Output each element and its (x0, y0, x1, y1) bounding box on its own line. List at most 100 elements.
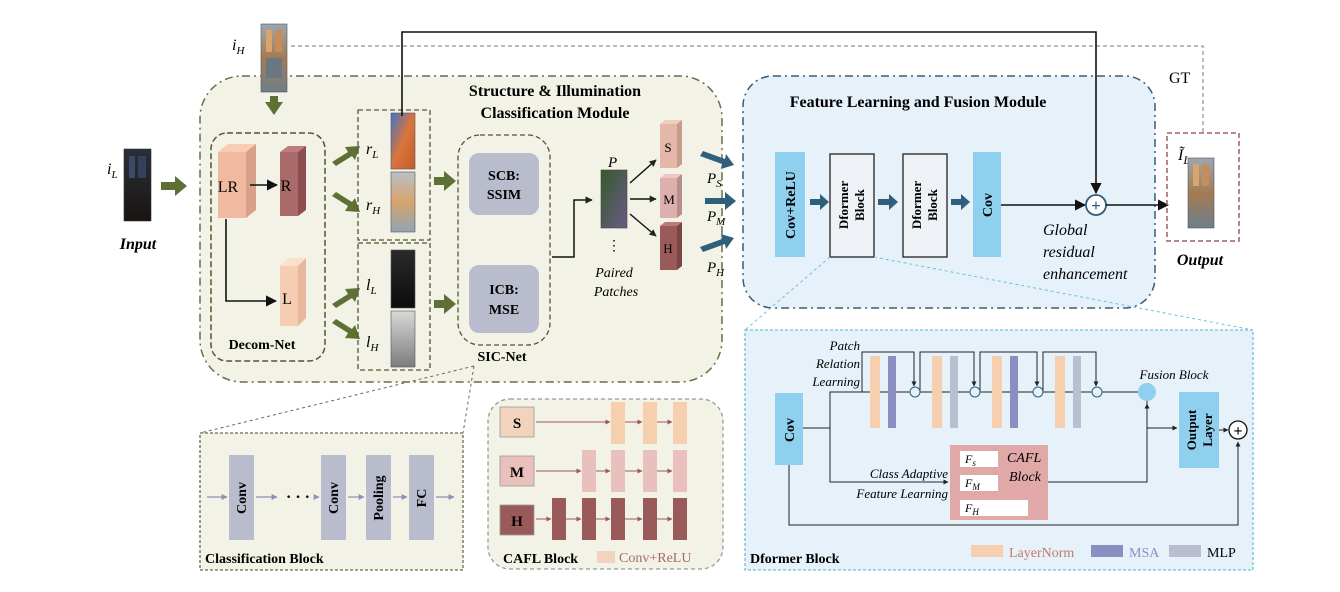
arrow-input-to-decom (161, 176, 187, 196)
legend-mlp-swatch (1169, 545, 1201, 557)
icb-block (469, 265, 539, 333)
reflectance-frame (357, 109, 431, 241)
flf-cov-block (973, 152, 1001, 257)
residual-skip-line (401, 31, 1102, 195)
zoom-line-dformer-1 (744, 256, 831, 331)
legend-layernorm-label: LayerNorm (1009, 546, 1074, 561)
global-residual-line2: residual (1043, 244, 1095, 261)
fs-box (960, 451, 998, 467)
df-skip-3 (979, 351, 1040, 392)
rh-image (390, 171, 416, 233)
fusion-block-node (1138, 383, 1156, 401)
decom-net-frame (210, 132, 326, 362)
arrow-decom-lh (332, 319, 360, 339)
arrow-ih-down (265, 96, 283, 115)
fh-label: FH (964, 501, 979, 517)
scb-block (469, 153, 539, 215)
cafl-h-conv-1 (552, 498, 566, 540)
dformer1-label-line1: Dformer (836, 181, 851, 230)
icb-label-line2: MSE (489, 303, 519, 318)
cls-pooling-label: Pooling (372, 475, 387, 520)
arrow-decom-rh (332, 192, 360, 212)
cafl-h-box (499, 504, 535, 536)
df-skip-1 (861, 351, 917, 392)
output-layer-line2: Layer (1200, 413, 1215, 446)
patch-dots: ⋮ (607, 239, 621, 254)
cafl-h-conv-2 (582, 498, 596, 540)
cafl-m-conv-4 (673, 450, 687, 492)
rh-label: rH (366, 197, 381, 217)
cafl-s-conv-1 (611, 402, 625, 444)
dformer2-label-line1: Dformer (909, 181, 924, 230)
df-mlp-1 (950, 356, 958, 428)
ih-label: iH (232, 37, 245, 57)
output-il-label: ĨL (1177, 146, 1190, 167)
cafl-h-conv-3 (611, 498, 625, 540)
cov-relu-block (775, 152, 805, 257)
cafl-s-conv-3 (673, 402, 687, 444)
legend-msa-label: MSA (1129, 546, 1160, 561)
class-adaptive-line2: Feature Learning (855, 486, 948, 501)
dformer-detail-title: Dformer Block (750, 552, 840, 567)
arrow-decom-rl (332, 146, 360, 166)
input-label: Input (119, 236, 157, 253)
fm-box (960, 475, 998, 491)
fs-label: Fs (964, 452, 976, 468)
cafl-s-label: S (513, 416, 521, 432)
cov-relu-label: Cov+ReLU (784, 171, 799, 239)
arrow-ps (700, 151, 734, 169)
r-block: R (280, 146, 306, 216)
svg-text:L: L (282, 291, 292, 308)
fm-label: FM (964, 476, 980, 492)
pm-label: PM (706, 209, 726, 228)
patch-image (600, 169, 628, 229)
global-residual-line1: Global (1043, 222, 1088, 239)
cafl-h-conv-4 (643, 498, 657, 540)
dformer-block-2 (902, 153, 948, 258)
lr-block: LR (218, 144, 256, 218)
cls-conv1-block (229, 455, 254, 540)
cafl-block-title: CAFL Block (503, 552, 578, 567)
residual-plus-sign: + (1091, 196, 1101, 215)
dformer1-label-line2: Block (852, 188, 867, 221)
df-add-2 (969, 386, 981, 398)
paired-patches-line1: Paired (594, 266, 634, 281)
arrow-dformer1-dformer2 (878, 194, 898, 210)
class-m-block: M (660, 174, 682, 218)
arrow-l-to-icb (434, 294, 456, 314)
sic-module-title-line1: Structure & Illumination (469, 83, 641, 100)
class-h-block: H (660, 222, 682, 270)
scb-label-line1: SCB: (488, 169, 520, 184)
zoom-line-dformer-2 (873, 256, 1254, 331)
dformer-block-1 (829, 153, 875, 258)
output-label: Output (1177, 252, 1224, 269)
cls-pooling-block (366, 455, 391, 540)
cafl-inner-line1: CAFL (1007, 451, 1041, 466)
df-skip-4 (1042, 351, 1099, 392)
cafl-legend-label: Conv+ReLU (619, 551, 691, 566)
df-layernorm-1 (870, 356, 880, 428)
cls-conv2-block (321, 455, 346, 540)
fh-box (960, 500, 1028, 516)
dformer2-label-line2: Block (925, 188, 940, 221)
flf-title: Feature Learning and Fusion Module (790, 94, 1047, 111)
classification-block-title: Classification Block (205, 552, 324, 567)
arrow-p-to-h (629, 213, 657, 237)
arrow-ph (700, 234, 734, 252)
flf-cov-label: Cov (981, 193, 996, 217)
global-residual-line3: enhancement (1043, 266, 1128, 283)
sic-net-frame (457, 134, 551, 346)
cafl-m-conv-3 (643, 450, 657, 492)
ps-label: PS (706, 171, 722, 190)
decom-net-label: Decom-Net (229, 338, 296, 353)
legend-layernorm-swatch (971, 545, 1003, 557)
cafl-m-box (499, 455, 535, 487)
df-layernorm-4 (1055, 356, 1065, 428)
cafl-legend-swatch (597, 551, 615, 563)
output-frame (1166, 132, 1240, 242)
ll-label: lL (366, 277, 377, 297)
cafl-s-conv-2 (643, 402, 657, 444)
df-final-plus (1228, 420, 1248, 440)
cls-conv2-label: Conv (327, 482, 342, 514)
df-cov-label: Cov (783, 418, 798, 442)
